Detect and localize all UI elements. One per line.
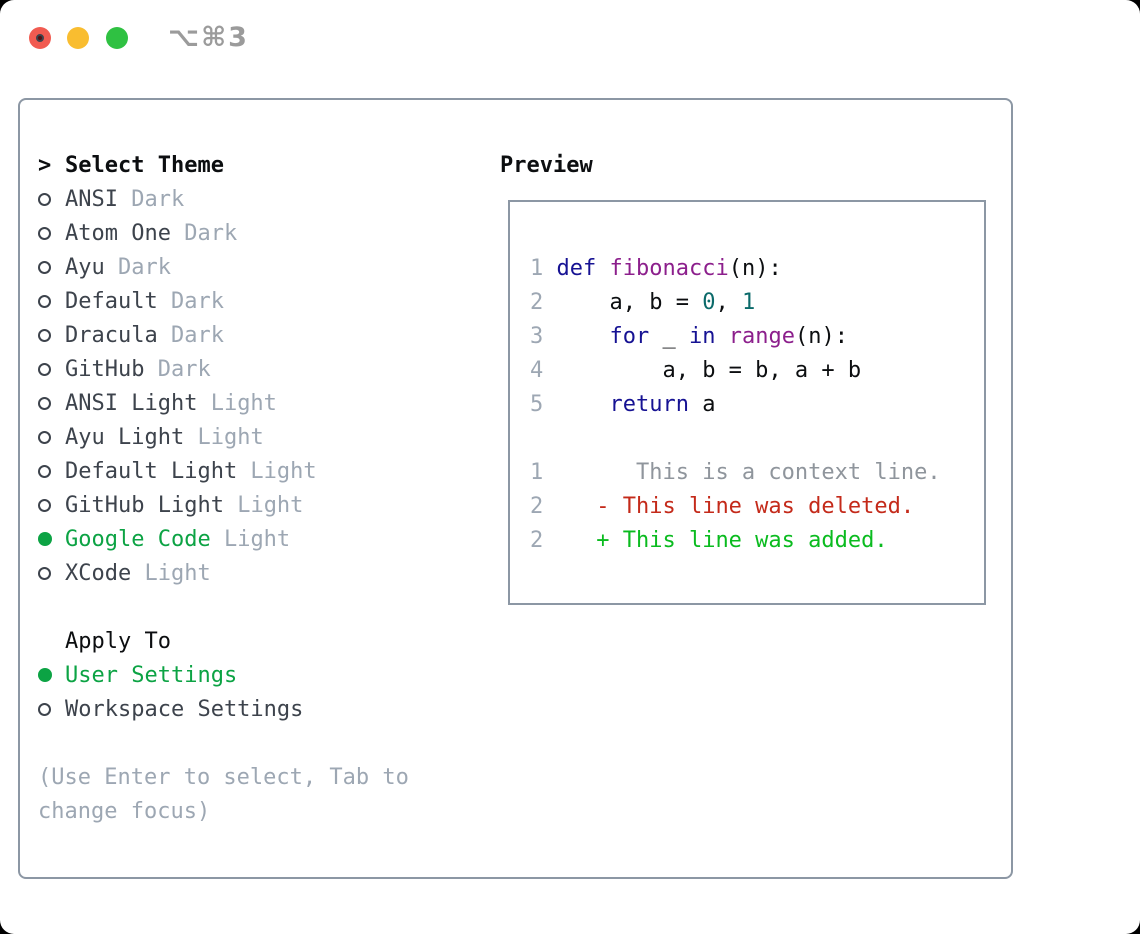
theme-option[interactable]: GitHub Dark — [38, 352, 409, 386]
theme-option[interactable]: ANSI Light Light — [38, 386, 409, 420]
radio-icon — [38, 192, 65, 206]
theme-name: ANSI Light — [65, 390, 198, 416]
code-line: 2 + This line was added. — [530, 527, 888, 553]
theme-variant: Dark — [117, 186, 185, 212]
apply-to-name: User Settings — [65, 662, 238, 688]
theme-option[interactable]: Default Dark — [38, 284, 409, 318]
theme-option[interactable]: Default Light Light — [38, 454, 409, 488]
code-line: 2 - This line was deleted. — [530, 493, 915, 519]
code-line: 1 def fibonacci(n): — [530, 255, 782, 281]
radio-icon — [38, 430, 65, 444]
theme-option[interactable]: Dracula Dark — [38, 318, 409, 352]
code-line: 5 return a — [530, 391, 716, 417]
theme-option[interactable]: XCode Light — [38, 556, 409, 590]
radio-icon — [38, 328, 65, 342]
theme-option[interactable]: Ayu Light Light — [38, 420, 409, 454]
theme-variant: Dark — [170, 220, 238, 246]
theme-name: Ayu Light — [65, 424, 185, 450]
select-theme-title: Select Theme — [65, 152, 224, 178]
radio-icon — [38, 294, 65, 308]
record-dot-icon — [36, 34, 44, 42]
window-shortcut-label: ⌥⌘3 — [168, 22, 249, 53]
theme-variant: Light — [184, 424, 264, 450]
theme-variant: Light — [237, 458, 317, 484]
spacer — [38, 726, 409, 760]
theme-variant: Light — [197, 390, 277, 416]
theme-variant: Light — [131, 560, 211, 586]
focus-caret-icon: > — [38, 152, 52, 178]
theme-name: Dracula — [65, 322, 158, 348]
radio-icon — [38, 702, 65, 716]
code-line: 2 a, b = 0, 1 — [530, 289, 756, 315]
theme-option[interactable]: Ayu Dark — [38, 250, 409, 284]
theme-variant: Dark — [157, 322, 224, 348]
apply-to-header: Apply To — [38, 624, 409, 658]
spacer — [38, 590, 409, 624]
theme-name: Google Code — [65, 526, 211, 552]
theme-option[interactable]: Atom One Dark — [38, 216, 409, 250]
theme-name: Ayu — [65, 254, 105, 280]
select-theme-header: > Select Theme — [38, 148, 409, 182]
theme-name: Default Light — [65, 458, 238, 484]
theme-name: GitHub — [65, 356, 145, 382]
minimize-button[interactable] — [67, 27, 89, 49]
radio-icon — [38, 362, 65, 376]
theme-variant: Dark — [144, 356, 211, 382]
theme-name: ANSI — [65, 186, 118, 212]
close-button[interactable] — [29, 27, 51, 49]
selected-radio-icon — [38, 532, 65, 546]
theme-variant: Light — [210, 526, 291, 552]
preview-code: 1 def fibonacci(n): 2 a, b = 0, 1 3 for _ … — [530, 251, 984, 557]
theme-variant: Light — [223, 492, 304, 518]
titlebar: ⌥⌘3 — [0, 0, 1140, 76]
theme-option[interactable]: ANSI Dark — [38, 182, 409, 216]
apply-to-name: Workspace Settings — [65, 696, 304, 722]
radio-icon — [38, 464, 65, 478]
selected-radio-icon — [38, 668, 65, 682]
theme-variant: Dark — [104, 254, 171, 280]
theme-name: GitHub Light — [65, 492, 224, 518]
theme-name: XCode — [65, 560, 132, 586]
blank-line — [530, 421, 984, 455]
help-text: (Use Enter to select, Tab to change focus… — [38, 760, 409, 828]
preview-pane: 1 def fibonacci(n): 2 a, b = 0, 1 3 for _ … — [508, 200, 986, 605]
theme-variant: Dark — [157, 288, 224, 314]
help-line: (Use Enter to select, Tab to — [38, 764, 409, 790]
zoom-button[interactable] — [106, 27, 128, 49]
radio-icon — [38, 260, 65, 274]
theme-option[interactable]: GitHub Light Light — [38, 488, 409, 522]
apply-to-option[interactable]: User Settings — [38, 658, 409, 692]
radio-icon — [38, 226, 65, 240]
help-line: change focus) — [38, 798, 211, 824]
theme-name: Atom One — [65, 220, 171, 246]
code-line: 3 for _ in range(n): — [530, 323, 848, 349]
apply-to-title: Apply To — [65, 628, 171, 654]
radio-icon — [38, 498, 65, 512]
theme-name: Default — [65, 288, 158, 314]
code-line: 4 a, b = b, a + b — [530, 357, 862, 383]
preview-title: Preview — [500, 152, 593, 178]
theme-option[interactable]: Google Code Light — [38, 522, 409, 556]
radio-icon — [38, 396, 65, 410]
radio-icon — [38, 566, 65, 580]
apply-to-option[interactable]: Workspace Settings — [38, 692, 409, 726]
code-line: 1 This is a context line. — [530, 459, 941, 485]
